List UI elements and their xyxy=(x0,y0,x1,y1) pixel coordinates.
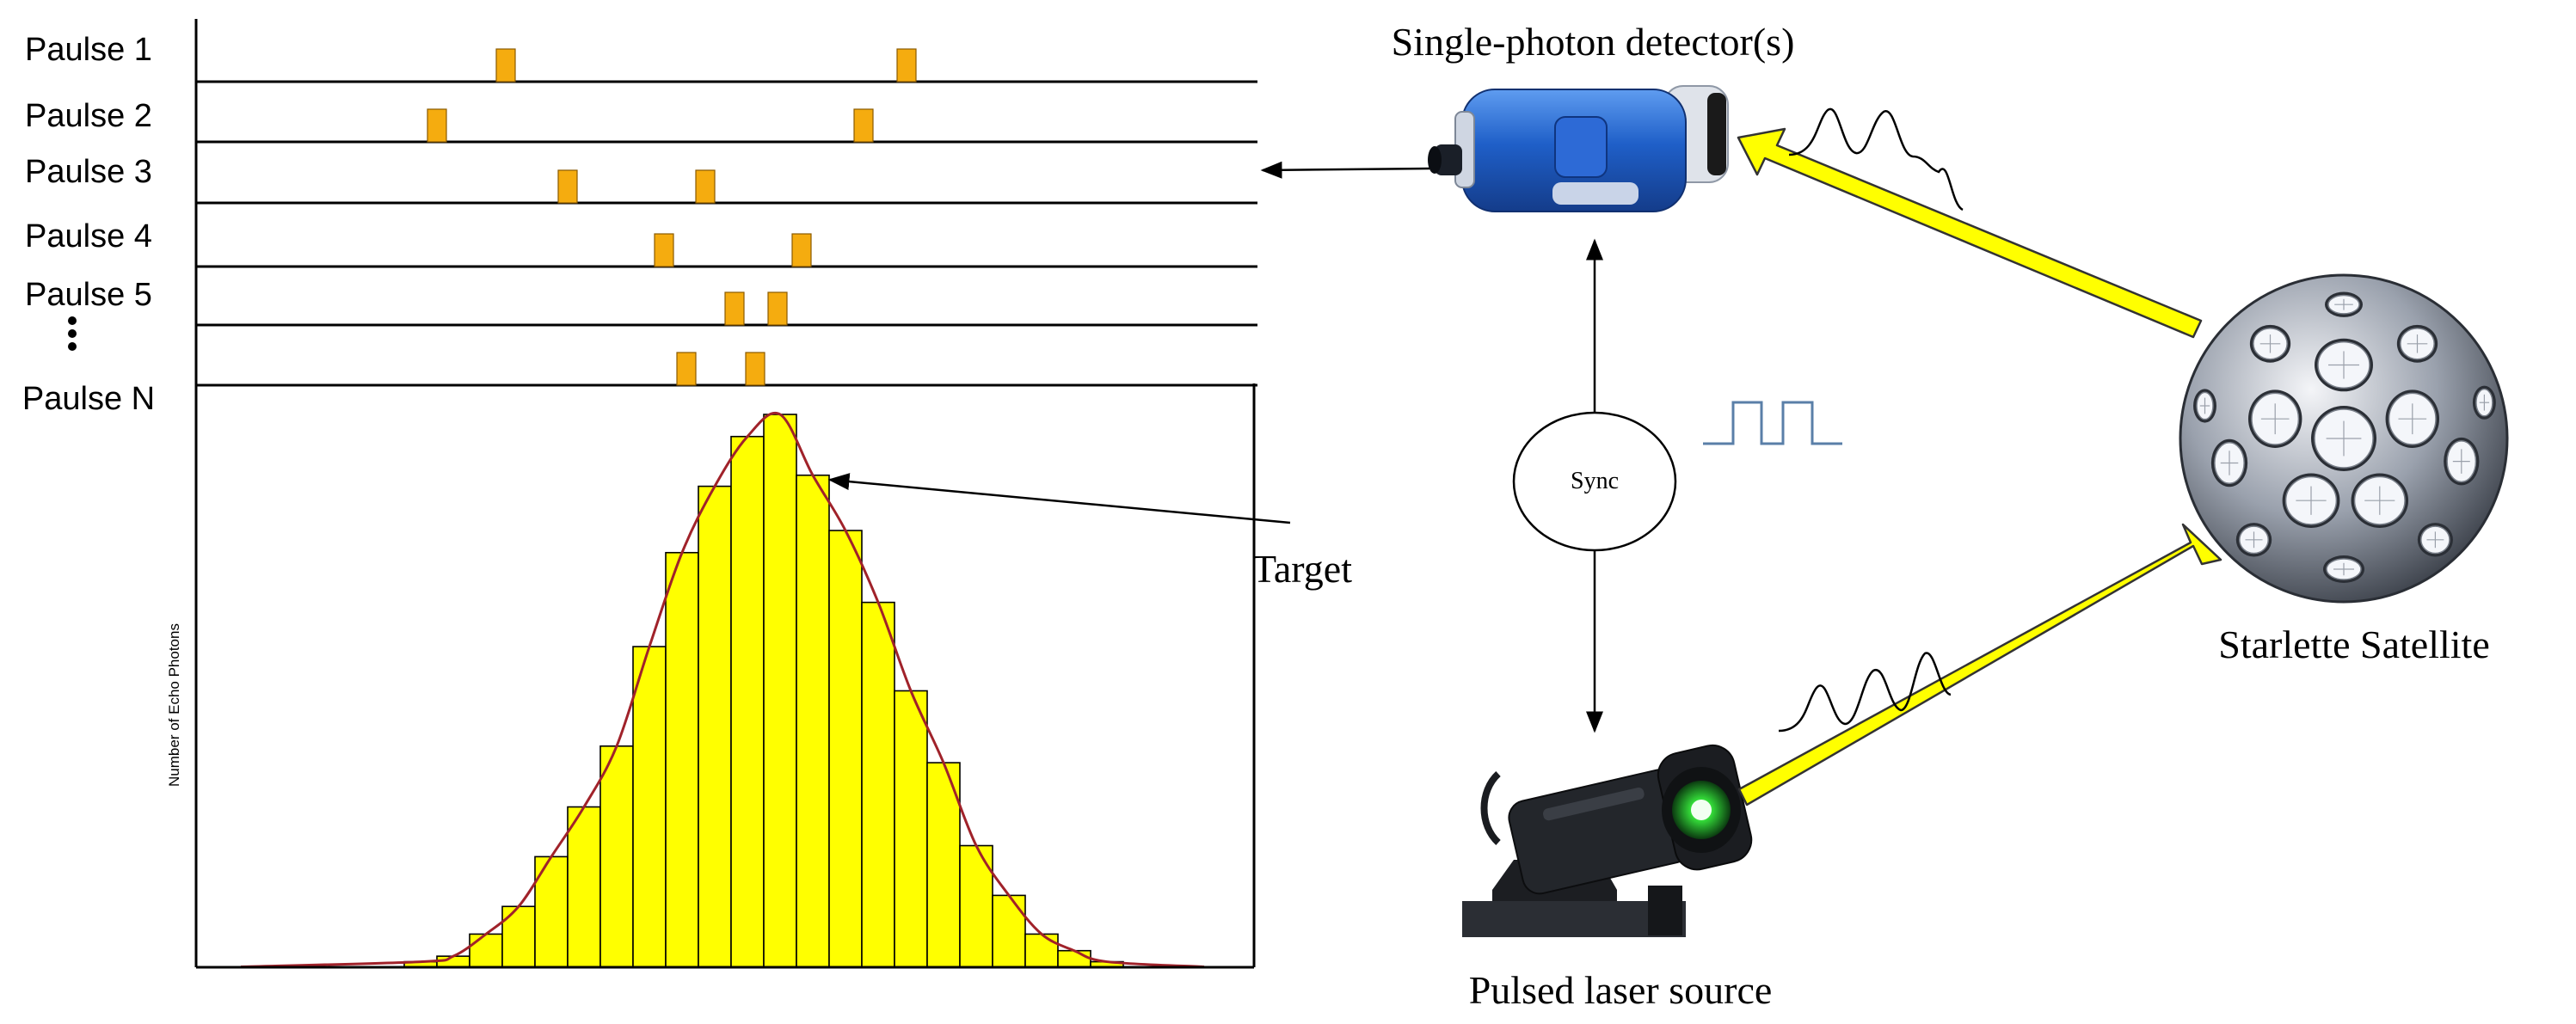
histogram-bar xyxy=(632,646,667,968)
histogram-bar xyxy=(828,530,863,968)
uplink-beam xyxy=(1737,523,2222,806)
pulse-marker xyxy=(427,108,447,143)
pulse-marker xyxy=(896,48,917,83)
pulse-marker xyxy=(745,352,765,386)
detector-panel xyxy=(1554,116,1608,178)
detector-input-port xyxy=(1435,144,1462,175)
pulse-label: Paulse 3 xyxy=(25,154,152,190)
histogram-bar xyxy=(698,485,732,968)
laser-aperture xyxy=(1691,800,1712,820)
starlette-satellite: Starlette Satellite xyxy=(2179,273,2509,666)
histogram-bar xyxy=(763,414,797,968)
ellipsis-dot xyxy=(68,316,77,325)
pulse-train: Paulse 1 Paulse 2 Paulse 3 Paulse 4 Paulse 5… xyxy=(22,19,1257,417)
histogram-bar xyxy=(599,745,634,968)
pulsed-laser-source: Pulsed laser source xyxy=(1462,744,1773,1012)
histogram-y-label: Number of Echo Photons xyxy=(166,623,182,787)
satellite-label: Starlette Satellite xyxy=(2218,622,2490,666)
pulse-marker xyxy=(557,169,578,204)
pulse-marker xyxy=(495,48,516,83)
detector-output-arrow xyxy=(1260,161,1430,179)
sync-circle xyxy=(1512,411,1677,552)
target-label: Target xyxy=(1252,547,1352,591)
pulse-label: Paulse N xyxy=(22,381,155,417)
pulse-labels: Paulse 1 Paulse 2 Paulse 3 Paulse 4 Paulse 5… xyxy=(22,32,155,417)
pulse-marker xyxy=(767,291,788,326)
gaussian-fit-curve xyxy=(240,411,1205,968)
downlink-beam xyxy=(1737,127,2203,339)
pulse-marker xyxy=(676,352,697,386)
pulse-label: Paulse 4 xyxy=(25,218,152,254)
detector-label: Single-photon detector(s) xyxy=(1392,20,1795,64)
sync-label: Sync xyxy=(1571,468,1619,494)
pulse-marker xyxy=(791,233,812,267)
histogram-bar xyxy=(796,474,830,968)
retro-reflectors xyxy=(2193,291,2496,583)
pulse-marker xyxy=(695,169,716,204)
histogram-bar xyxy=(730,435,765,968)
laser-beams xyxy=(1737,107,2222,806)
laser-body-highlight xyxy=(1542,787,1645,821)
histogram-bar xyxy=(894,690,928,968)
echo-histogram: Number of Echo Photons Target xyxy=(166,383,1352,969)
laser-label: Pulsed laser source xyxy=(1469,968,1773,1012)
ellipsis-dot xyxy=(68,329,77,338)
target-pointer-arrow xyxy=(827,473,1291,524)
sync-unit: Sync xyxy=(1512,238,1842,733)
pulse-label: Paulse 1 xyxy=(25,32,152,68)
histogram-bar xyxy=(926,762,961,968)
pulse-label: Paulse 5 xyxy=(25,277,152,313)
sync-square-wave xyxy=(1703,401,1842,445)
histogram-bar xyxy=(469,933,503,968)
single-photon-detector: Single-photon detector(s) xyxy=(1260,20,1795,212)
detector-back-ring xyxy=(1707,93,1726,175)
histogram-bar xyxy=(501,905,536,968)
pulse-lines xyxy=(196,80,1257,387)
ellipsis-dots xyxy=(68,316,77,351)
uplink-pulse-waveform xyxy=(1778,652,1952,733)
detector-aperture xyxy=(1428,146,1442,174)
detector-band xyxy=(1552,182,1638,205)
downlink-pulse-waveform xyxy=(1788,107,1964,212)
pulse-marker xyxy=(724,291,745,326)
histogram-bar xyxy=(1057,949,1091,968)
histogram-bar xyxy=(665,551,699,968)
histogram-bar xyxy=(1024,933,1059,968)
histogram-bar xyxy=(567,806,601,968)
laser-connector xyxy=(1648,886,1682,935)
pulse-label: Paulse 2 xyxy=(25,98,152,134)
histogram-bar xyxy=(861,601,895,968)
ellipsis-dot xyxy=(68,342,77,351)
histogram-bar xyxy=(992,894,1026,968)
pulse-marker xyxy=(654,233,674,267)
laser-cable xyxy=(1480,771,1501,845)
pulse-marker xyxy=(853,108,874,143)
pulse-markers xyxy=(427,48,917,386)
histogram-bars xyxy=(403,414,1124,968)
